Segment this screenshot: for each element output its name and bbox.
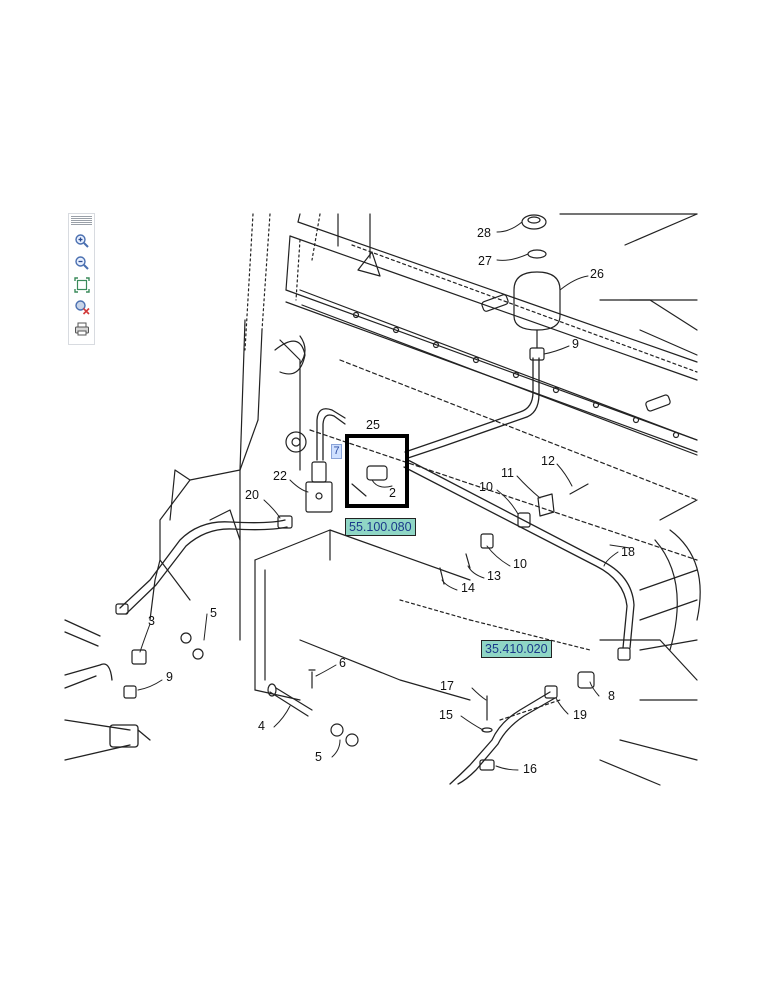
callout-2[interactable]: 2 [389, 486, 396, 500]
callout-13[interactable]: 13 [487, 569, 501, 583]
clamps [351, 465, 589, 585]
callout-12[interactable]: 12 [541, 454, 555, 468]
callout-27[interactable]: 27 [478, 254, 492, 268]
callout-26[interactable]: 26 [590, 267, 604, 281]
zoom-out-icon[interactable] [72, 253, 92, 273]
callout-10-lower[interactable]: 10 [513, 557, 527, 571]
valve-block [277, 461, 333, 529]
small-fittings [115, 603, 631, 771]
machine-frame [149, 213, 701, 786]
selection-highlight [345, 434, 409, 508]
callout-14[interactable]: 14 [461, 581, 475, 595]
callout-numbers: 28 27 26 9 25 2 22 20 11 12 10 10 13 14 … [148, 226, 635, 776]
callout-5-upper[interactable]: 5 [210, 606, 217, 620]
callout-6[interactable]: 6 [339, 656, 346, 670]
callout-8[interactable]: 8 [608, 689, 615, 703]
callout-9-upper[interactable]: 9 [572, 337, 579, 351]
callout-10-upper[interactable]: 10 [479, 480, 493, 494]
hydraulic-pipes [64, 357, 635, 785]
callout-9-lower[interactable]: 9 [166, 670, 173, 684]
callout-16[interactable]: 16 [523, 762, 537, 776]
callout-17[interactable]: 17 [440, 679, 454, 693]
callout-18[interactable]: 18 [621, 545, 635, 559]
callout-20[interactable]: 20 [245, 488, 259, 502]
callout-22[interactable]: 22 [273, 469, 287, 483]
callout-11[interactable]: 11 [501, 466, 514, 480]
callout-25[interactable]: 25 [366, 418, 380, 432]
callout-15[interactable]: 15 [439, 708, 453, 722]
fit-to-screen-icon[interactable] [72, 275, 92, 295]
reset-zoom-icon[interactable] [72, 297, 92, 317]
viewer-toolbar [68, 213, 95, 345]
hotspot-marker[interactable]: 7 [331, 444, 342, 459]
callout-4[interactable]: 4 [258, 719, 265, 733]
callout-3[interactable]: 3 [148, 614, 155, 628]
callout-19[interactable]: 19 [573, 708, 587, 722]
zoom-in-icon[interactable] [72, 231, 92, 251]
reference-link-55-100-080[interactable]: 55.100.080 [345, 518, 416, 536]
print-icon[interactable] [72, 319, 92, 339]
accumulator [513, 214, 561, 361]
leader-lines [137, 221, 631, 771]
callout-28[interactable]: 28 [477, 226, 491, 240]
reference-link-35-410-020[interactable]: 35.410.020 [481, 640, 552, 658]
toolbar-grip-icon[interactable] [71, 216, 92, 225]
callout-5-lower[interactable]: 5 [315, 750, 322, 764]
